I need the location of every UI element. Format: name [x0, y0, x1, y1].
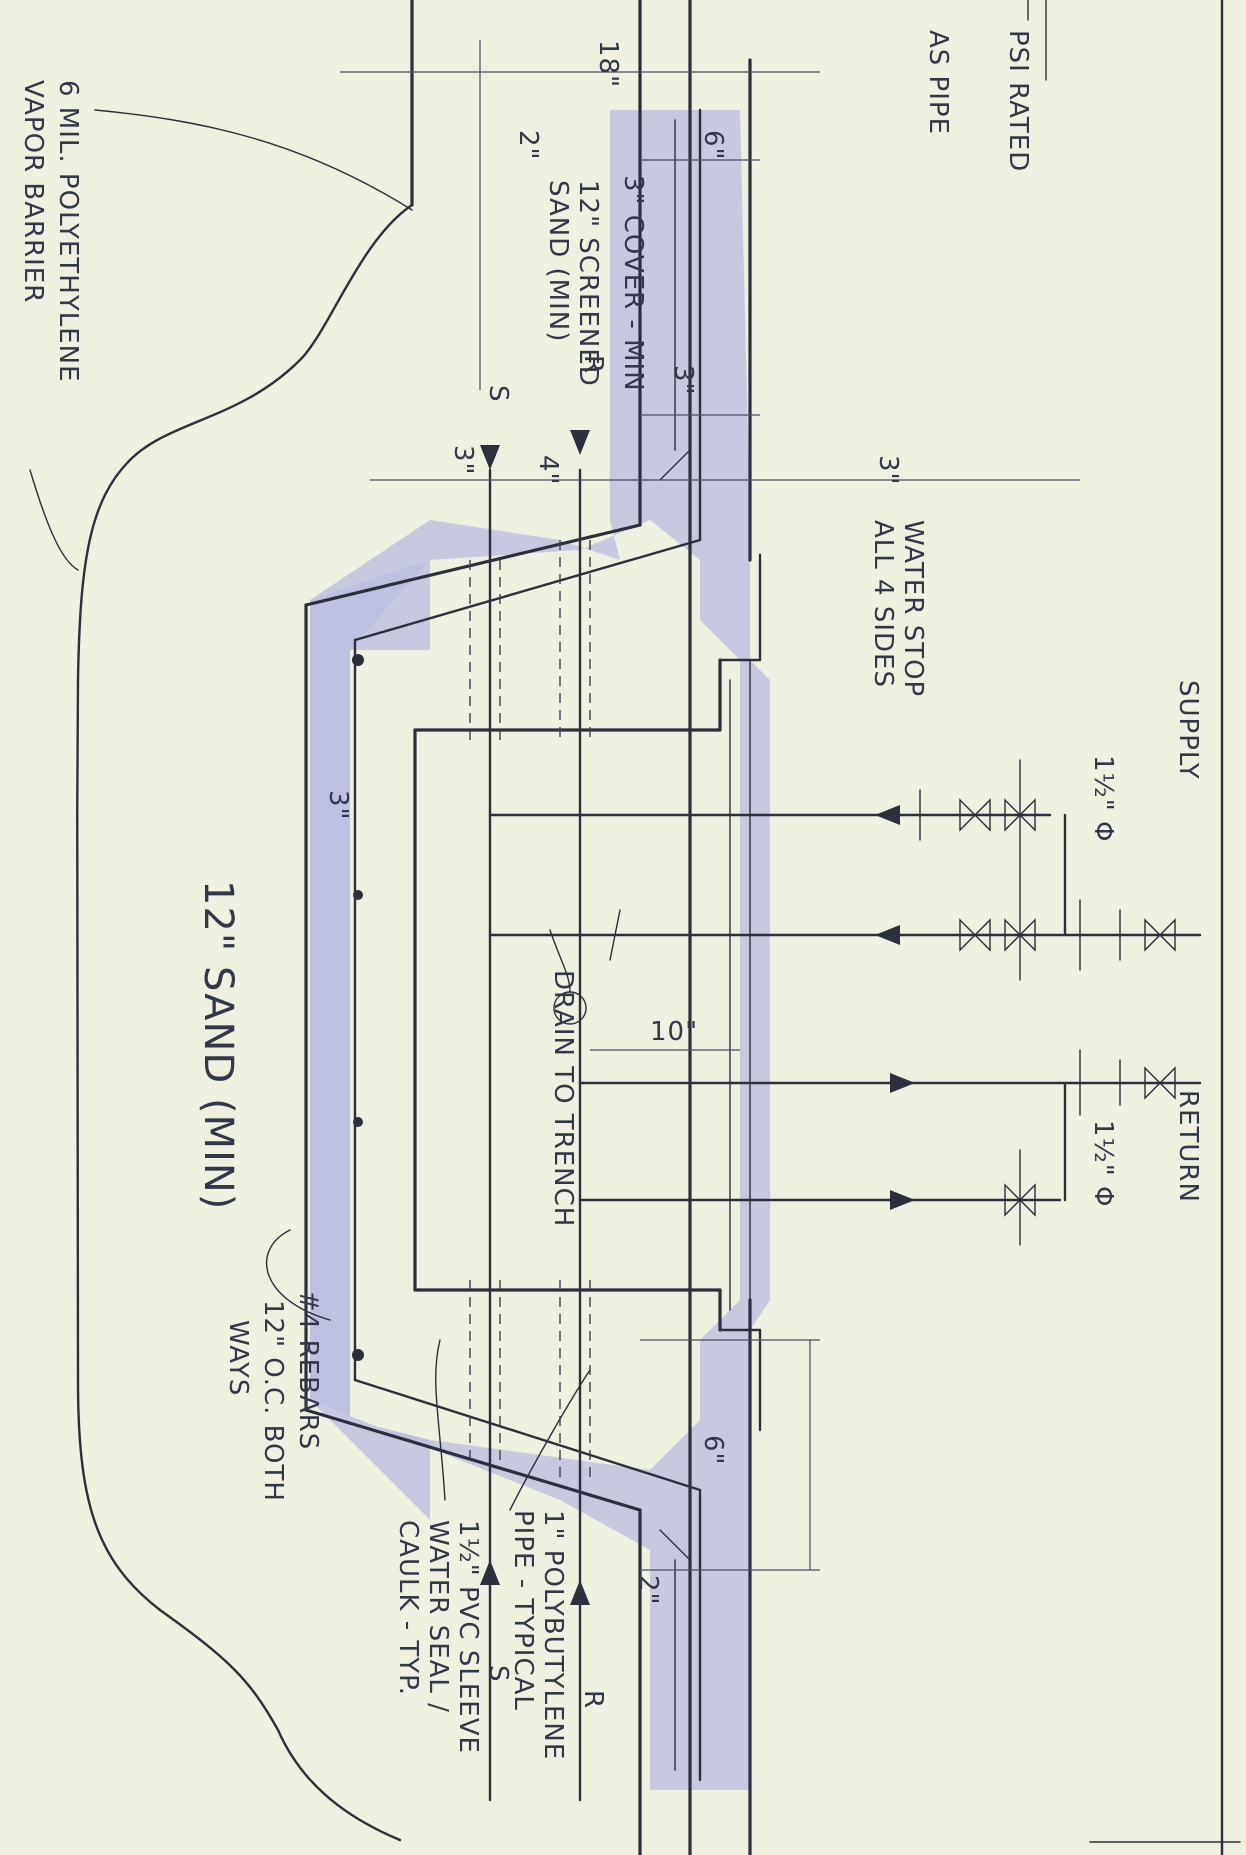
valve-icon [959, 798, 1176, 1217]
rebars-label-2: 12" O.C. BOTH [258, 1300, 288, 1502]
screened-sand-label-2: SAND (MIN) [543, 180, 573, 342]
drain-label: DRAIN TO TRENCH [548, 970, 578, 1227]
dim-3-right-label: 3" [873, 455, 903, 486]
dim-3-top-label: 3" [668, 365, 698, 396]
return-pipe-label: 1½" Φ [1088, 1120, 1118, 1207]
dim-6-bottom-label: 6" [698, 1435, 728, 1466]
supply-label: SUPPLY [1173, 680, 1203, 780]
r-top-label: R [578, 355, 608, 374]
screened-sand-label-1: 12" SCREENED [573, 180, 603, 387]
s-bottom-label: S [483, 1665, 513, 1683]
rebar-dot [352, 1349, 364, 1361]
as-pipe-label: AS PIPE [923, 30, 953, 135]
dimension-lines [340, 40, 1080, 1571]
pvc-sleeve-label-3: CAULK - TYP. [393, 1520, 423, 1696]
concrete-fill [310, 110, 770, 1790]
cover-min-label: 3" COVER - MIN [618, 175, 648, 392]
rebar-dot [353, 1117, 363, 1127]
vapor-barrier-line [75, 203, 414, 1842]
dim-3-min-label: 3" [448, 445, 478, 476]
pvc-sleeve-label-2: WATER SEAL / [423, 1520, 453, 1713]
supply-pipe-label: 1½" Φ [1088, 755, 1118, 842]
vapor-barrier-label-2: VAPOR BARRIER [18, 80, 48, 303]
trench-walls [304, 0, 762, 1855]
return-label: RETURN [1173, 1090, 1203, 1203]
dim-4-label: 4" [533, 455, 563, 486]
s-top-label: S [483, 385, 513, 403]
rebar-dots [352, 654, 364, 1361]
pvc-sleeves [469, 540, 591, 1480]
polybutylene-label-1: 1" POLYBUTYLENE [538, 1510, 568, 1760]
rebars-label-3: WAYS [223, 1320, 253, 1396]
water-stop-label-2: ALL 4 SIDES [868, 520, 898, 688]
dim-2-bottom-label: 2" [633, 1575, 663, 1606]
dim-10-label: 10" [650, 1017, 698, 1047]
rebar-dot [352, 654, 364, 666]
sheet-border [1027, 0, 1241, 1855]
sand-min-label: 12" SAND (MIN) [195, 880, 241, 1210]
leader-lines [29, 109, 591, 1511]
flow-arrows [480, 430, 915, 1605]
vapor-barrier-label-1: 6 MIL. POLYETHYLENE [53, 80, 83, 383]
dim-3-mid-label: 3" [323, 790, 353, 821]
rebars-label-1: #4 REBARS [293, 1290, 323, 1450]
r-bottom-label: R [578, 1690, 608, 1709]
water-stop-label-1: WATER STOP [898, 520, 928, 697]
dim-18-label: 18" [593, 40, 623, 88]
dim-6-top-label: 6" [698, 130, 728, 161]
rebar-dot [353, 890, 363, 900]
dim-2-top-label: 2" [513, 130, 543, 161]
psi-rated-label: PSI RATED [1003, 30, 1033, 172]
pvc-sleeve-label-1: 1½" PVC SLEEVE [453, 1520, 483, 1754]
polybutylene-label-2: PIPE - TYPICAL [508, 1510, 538, 1711]
